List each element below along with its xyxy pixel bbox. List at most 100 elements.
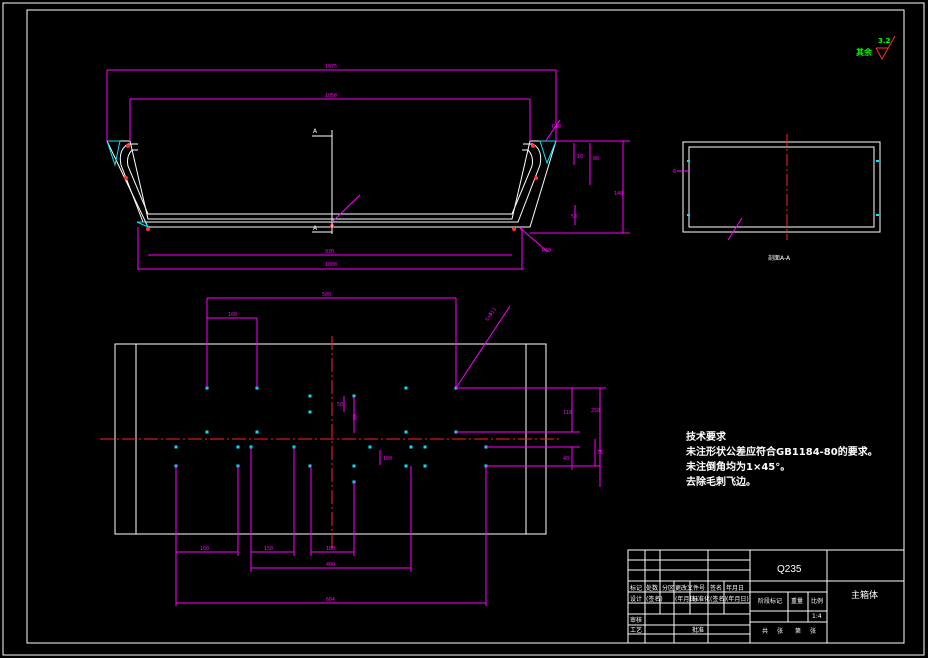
design-cell: 标准化 (692, 595, 710, 603)
mounting-hole (174, 445, 178, 449)
mounting-hole (368, 445, 372, 449)
dim-top-outer: 1075 (325, 64, 337, 70)
plan-dim-v2: 116 (563, 410, 572, 416)
weld-point (531, 144, 535, 148)
mounting-hole (423, 464, 427, 468)
section-label-bottom: A (313, 225, 318, 232)
side-hole-mark (687, 214, 690, 216)
weld-point (146, 227, 150, 231)
section-label-top: A (313, 128, 318, 135)
review-label: 审核 (630, 616, 642, 624)
hole-pattern (174, 386, 488, 484)
scale-value: 1:4 (812, 613, 822, 620)
weld-point (512, 227, 516, 231)
mounting-hole (236, 445, 240, 449)
left-gusset (106, 140, 121, 167)
scale-label: 比例 (811, 597, 823, 605)
mounting-hole (352, 464, 356, 468)
mounting-hole (308, 464, 312, 468)
sheet-unit: 张 (810, 627, 816, 635)
leader (727, 217, 743, 241)
rev-header: 标记 (630, 584, 642, 592)
leader (455, 305, 511, 389)
mounting-hole (205, 430, 209, 434)
sheet-total: 共 (762, 627, 768, 635)
trough-inner-2 (127, 149, 533, 215)
dim-diag-top: R40 (552, 124, 561, 130)
side-inner (688, 146, 875, 228)
front-view: A A 1075 1050 930 1000 10 80 140 50 R40 … (106, 64, 630, 270)
design-cell: (年月日) (726, 595, 749, 603)
mounting-hole (404, 430, 408, 434)
plan-dim-top-a: 500 (322, 292, 331, 298)
rev-header: 分区 (662, 584, 674, 592)
side-hole-mark (876, 160, 879, 162)
surface-finish-symbol: 其余 3.2 (856, 35, 896, 61)
mounting-hole (409, 445, 413, 449)
weld-point (124, 176, 128, 180)
leader (519, 227, 549, 253)
plan-dim-b3: 180 (326, 546, 335, 552)
design-cell: 设计 (630, 595, 642, 603)
inner-frame (26, 9, 905, 644)
leader (544, 119, 561, 143)
plan-dim-v7: 100 (383, 456, 392, 462)
mounting-hole (308, 394, 312, 398)
tech-note-line: 未注形状公差应符合GB1184-80的要求。 (685, 445, 878, 458)
rev-header: 更改文件号 (675, 584, 705, 592)
trough-inner (119, 143, 542, 223)
right-gusset (539, 140, 557, 165)
mounting-hole (404, 464, 408, 468)
stage-label: 阶段标记 (758, 597, 782, 605)
weld-point (126, 144, 130, 148)
side-view: 8 剖面A-A (673, 134, 881, 262)
approve-label: 批准 (692, 626, 704, 634)
mounting-hole (404, 386, 408, 390)
plan-dim-top-b: 100 (228, 312, 237, 318)
mounting-hole (308, 410, 312, 414)
design-cell: (签名) (646, 595, 663, 603)
mounting-hole (255, 430, 259, 434)
sheet-unit: 张 (777, 627, 783, 635)
side-outer (682, 141, 881, 233)
title-block-text: Q235 主箱体 阶段标记 重量 比例 1:4 标记 处数 分区 更改文件号 签… (630, 564, 878, 635)
rev-header: 处数 (646, 584, 658, 592)
plan-dim-v3: 250 (591, 408, 600, 414)
weld-point (534, 176, 538, 180)
plan-view: 500 100 6×Φ11 250 116 40 75 50 60 100 16… (100, 292, 606, 606)
dim-bottom-outer: 1000 (325, 262, 337, 268)
tech-note-line: 去除毛刺飞边。 (686, 475, 756, 488)
side-hole-mark (876, 214, 879, 216)
dim-diag-bottom: R40 (542, 248, 551, 254)
surface-finish-label: 其余 (856, 47, 873, 57)
dim-right-total: 140 (614, 191, 623, 197)
leader (331, 194, 361, 223)
plan-dim-v1: 50 (337, 402, 343, 408)
dim-top-inner: 1050 (325, 93, 337, 99)
sheet-no: 第 (795, 627, 801, 635)
plan-dim-v4: 40 (563, 456, 569, 462)
part-name: 主箱体 (851, 589, 878, 601)
tech-notes-title: 技术要求 (686, 430, 727, 443)
plan-dim-b5: 604 (326, 597, 335, 603)
mounting-hole (423, 445, 427, 449)
plan-dim-b1: 160 (200, 546, 209, 552)
rev-header: 年月日 (726, 584, 744, 592)
rev-header: 签名 (710, 584, 722, 592)
ext-lines-bottom (175, 447, 487, 606)
side-hole-mark (687, 160, 690, 162)
side-dim: 8 (673, 169, 676, 175)
side-caption: 剖面A-A (768, 254, 791, 262)
left-foot (136, 221, 150, 229)
plan-dim-b4: 400 (326, 562, 335, 568)
design-cell: (年月日) (675, 595, 698, 603)
tech-note-line: 未注倒角均为1×45°。 (685, 460, 790, 473)
weight-label: 重量 (791, 597, 803, 605)
weld-points (124, 144, 538, 231)
dim-right-a: 10 (577, 154, 583, 160)
material: Q235 (777, 564, 802, 575)
design-cell: (签名) (710, 595, 727, 603)
plan-dim-b2: 150 (264, 546, 273, 552)
